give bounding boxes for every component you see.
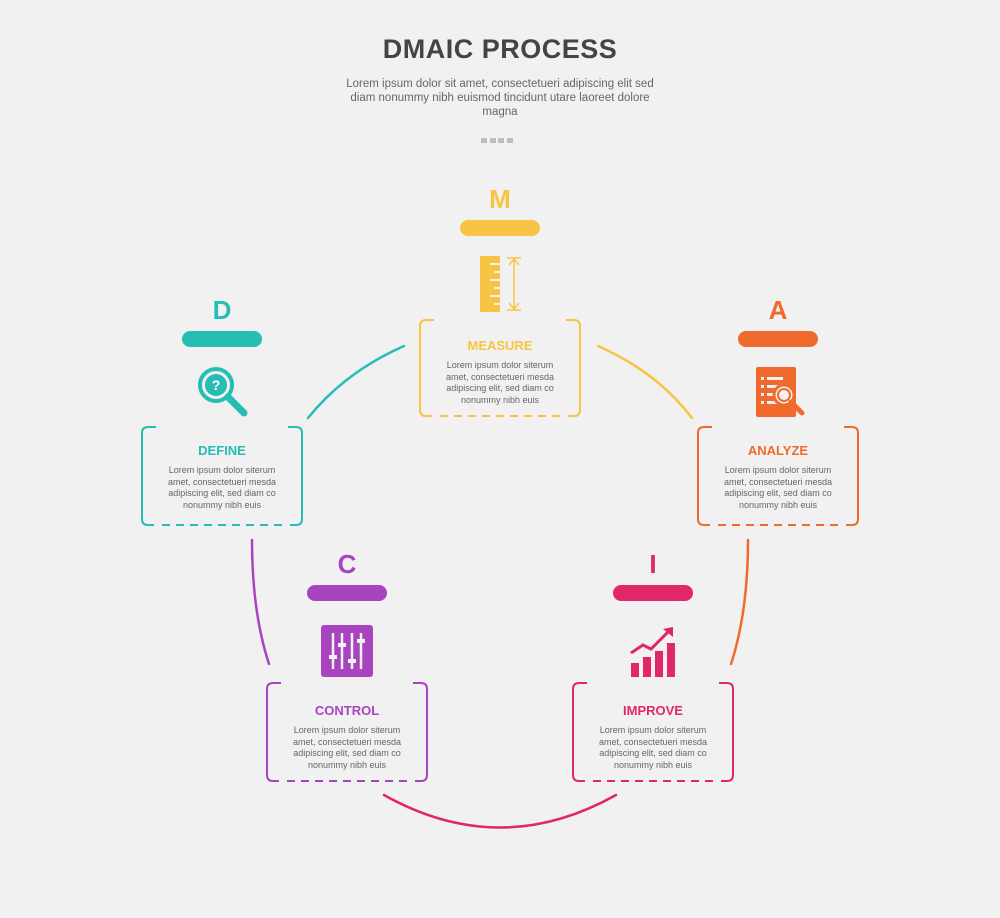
stage-frame	[419, 319, 581, 417]
stage-bar	[738, 331, 818, 347]
stage-name: IMPROVE	[623, 703, 683, 718]
arc-define-measure	[306, 344, 406, 420]
page-title: DMAIC PROCESS	[382, 34, 618, 64]
growth-chart-icon	[625, 623, 681, 679]
stage-name: ANALYZE	[747, 443, 809, 458]
separator-dots	[481, 130, 521, 143]
stage-description: Lorem ipsum dolor siterum amet, consecte…	[292, 725, 402, 770]
ruler-icon	[472, 252, 528, 312]
stage-description: Lorem ipsum dolor siterum amet, consecte…	[723, 465, 833, 510]
stage-frame	[266, 682, 428, 782]
stage-frame	[697, 426, 859, 526]
stage-description: Lorem ipsum dolor siterum amet, consecte…	[167, 465, 277, 510]
arc-analyze-improve	[729, 538, 750, 666]
stage-name: MEASURE	[467, 338, 533, 353]
arc-improve-control	[382, 793, 618, 829]
arc-measure-analyze	[596, 344, 694, 420]
stage-frame	[141, 426, 303, 526]
stage-letter: C	[337, 549, 357, 579]
stage-letter: D	[212, 295, 232, 325]
stage-name: CONTROL	[314, 703, 380, 718]
document-search-icon	[750, 363, 806, 419]
sliders-icon	[319, 623, 375, 679]
stage-letter: A	[768, 295, 788, 325]
svg-text:?: ?	[212, 377, 221, 393]
stage-bar	[460, 220, 540, 236]
stage-description: Lorem ipsum dolor siterum amet, consecte…	[598, 725, 708, 770]
page-subtitle: Lorem ipsum dolor sit amet, consectetuer…	[346, 78, 654, 118]
stage-bar	[613, 585, 693, 601]
stage-letter: M	[489, 184, 511, 214]
stage-letter: I	[649, 549, 657, 579]
stage-bar	[307, 585, 387, 601]
arc-control-define	[250, 538, 271, 666]
stage-bar	[182, 331, 262, 347]
stage-description: Lorem ipsum dolor siterum amet, consecte…	[445, 360, 555, 405]
question-magnifier-icon: ?	[194, 363, 250, 419]
stage-frame	[572, 682, 734, 782]
stage-name: DEFINE	[198, 443, 246, 458]
